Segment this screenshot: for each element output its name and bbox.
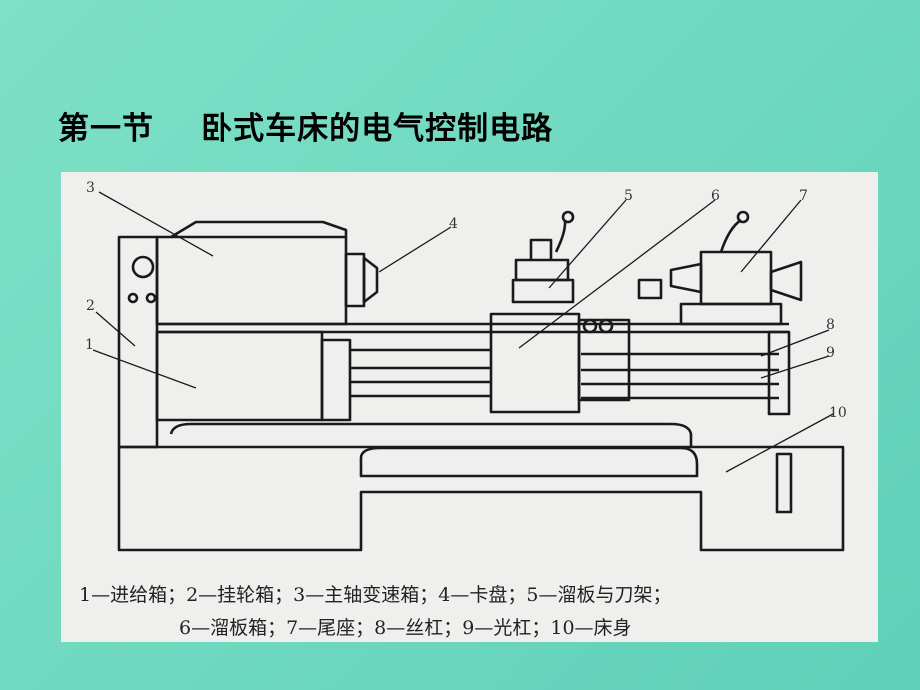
label-5: 5 [624, 188, 633, 204]
leader-lines [92, 191, 834, 473]
label-6: 6 [711, 188, 720, 204]
feed-gearbox [155, 330, 324, 422]
lathe-diagram: 3 4 5 6 7 2 1 8 9 10 [85, 180, 847, 552]
tool-post-handle [554, 219, 567, 253]
carriage [511, 278, 575, 304]
caption-line-2: 6—溜板箱；7—尾座；8—丝杠；9—光杠；10—床身 [179, 617, 632, 639]
label-2: 2 [86, 298, 95, 314]
headstock-dial [131, 255, 155, 279]
label-3: 3 [86, 180, 95, 196]
tailstock-handle [719, 218, 742, 253]
headstock-knob-1 [127, 292, 139, 304]
label-4: 4 [449, 216, 458, 232]
label-1: 1 [85, 337, 94, 353]
tailstock-wheel [769, 260, 803, 302]
label-7: 7 [799, 188, 808, 204]
slide-title: 第一节 卧式车床的电气控制电路 [58, 111, 554, 147]
caption-line-1: 1—进给箱；2—挂轮箱；3—主轴变速箱；4—卡盘；5—溜板与刀架； [79, 584, 672, 606]
lathe-drawing [92, 191, 845, 552]
label-10: 10 [829, 405, 847, 421]
apron-box [489, 312, 581, 414]
headstock-left-panel [117, 235, 159, 449]
lathe-diagram-panel: 3 4 5 6 7 2 1 8 9 10 1—进给箱；2—挂轮箱；3—主轴变速箱… [61, 172, 878, 642]
lathe-bed [117, 445, 845, 552]
chuck-body [344, 252, 366, 308]
headstock-knob-2 [145, 292, 157, 304]
chip-tray [359, 446, 699, 478]
chuck-jaw [362, 256, 379, 304]
tailstock [699, 250, 773, 306]
label-8: 8 [826, 317, 835, 333]
part-number-labels: 3 4 5 6 7 2 1 8 9 10 [85, 180, 847, 421]
label-9: 9 [826, 345, 835, 361]
tool-post [514, 258, 570, 282]
